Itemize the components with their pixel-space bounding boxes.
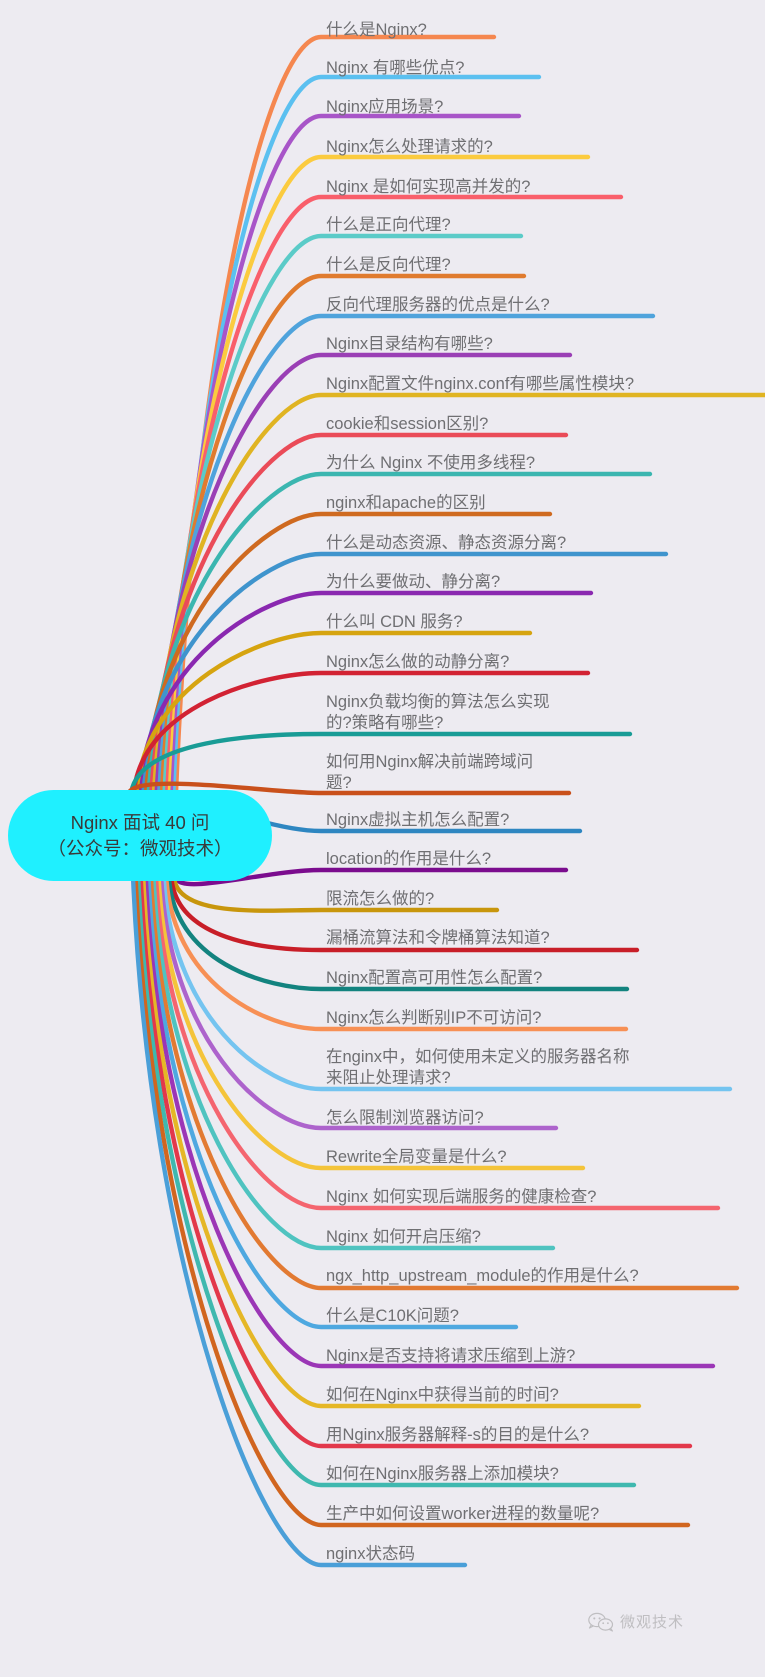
branch-label[interactable]: Nginx是否支持将请求压缩到上游? — [326, 1347, 576, 1365]
branch-label[interactable]: location的作用是什么? — [326, 850, 492, 868]
branch-label[interactable]: nginx和apache的区别 — [326, 494, 486, 512]
branch-label[interactable]: Nginx怎么做的动静分离? — [326, 653, 510, 671]
branch-label[interactable]: 如何在Nginx中获得当前的时间? — [326, 1386, 559, 1404]
branch-label[interactable]: Nginx配置高可用性怎么配置? — [326, 969, 543, 987]
center-node-title: Nginx 面试 40 问 （公众号：微观技术） — [47, 811, 233, 859]
branch-label[interactable]: 怎么限制浏览器访问? — [326, 1109, 484, 1127]
branch-label[interactable]: Nginx负载均衡的算法怎么实现 的?策略有哪些? — [326, 693, 550, 732]
branch-label[interactable]: 反向代理服务器的优点是什么? — [326, 296, 550, 314]
branch-label[interactable]: Nginx虚拟主机怎么配置? — [326, 811, 510, 829]
branch-label[interactable]: 如何在Nginx服务器上添加模块? — [326, 1465, 559, 1483]
branch-label[interactable]: 什么是动态资源、静态资源分离? — [326, 534, 567, 552]
branch-label[interactable]: 什么是Nginx? — [326, 21, 427, 39]
branch-label[interactable]: 生产中如何设置worker进程的数量呢? — [326, 1505, 600, 1523]
branch-label[interactable]: 为什么 Nginx 不使用多线程? — [326, 454, 536, 472]
branch-label[interactable]: Nginx 如何开启压缩? — [326, 1228, 481, 1246]
watermark-text: 微观技术 — [620, 1614, 685, 1631]
branch-label[interactable]: ngx_http_upstream_module的作用是什么? — [326, 1267, 639, 1285]
branch-label[interactable]: 漏桶流算法和令牌桶算法知道? — [326, 929, 550, 947]
branch-label[interactable]: Nginx目录结构有哪些? — [326, 335, 493, 353]
branch-label[interactable]: 什么是正向代理? — [326, 216, 451, 234]
branch-label[interactable]: 什么是反向代理? — [326, 256, 451, 274]
branch-label[interactable]: 什么是C10K问题? — [326, 1307, 459, 1325]
branch-label[interactable]: 限流怎么做的? — [326, 890, 435, 908]
branch-label[interactable]: Nginx 有哪些优点? — [326, 59, 465, 77]
branch-label[interactable]: Nginx应用场景? — [326, 98, 444, 116]
branch-label[interactable]: 为什么要做动、静分离? — [326, 573, 501, 591]
branch-label[interactable]: cookie和session区别? — [326, 415, 489, 433]
branch-label[interactable]: Nginx怎么判断别IP不可访问? — [326, 1009, 542, 1027]
branch-label[interactable]: 用Nginx服务器解释-s的目的是什么? — [326, 1426, 590, 1444]
branch-label[interactable]: Nginx 是如何实现高并发的? — [326, 178, 531, 196]
watermark: 微观技术 — [588, 1611, 684, 1632]
branch-connector — [129, 852, 468, 1568]
wechat-icon — [588, 1612, 614, 1632]
branch-label[interactable]: 在nginx中，如何使用未定义的服务器名称 来阻止处理请求? — [326, 1048, 630, 1087]
branch-label[interactable]: Nginx配置文件nginx.conf有哪些属性模块? — [326, 375, 635, 393]
branch-label[interactable]: 什么叫 CDN 服务? — [326, 613, 463, 631]
branch-label[interactable]: 如何用Nginx解决前端跨域问 题? — [326, 753, 534, 792]
branch-label[interactable]: Rewrite全局变量是什么? — [326, 1148, 507, 1166]
branch-label[interactable]: Nginx怎么处理请求的? — [326, 138, 493, 156]
branch-label[interactable]: nginx状态码 — [326, 1545, 415, 1563]
center-node[interactable]: Nginx 面试 40 问 （公众号：微观技术） — [8, 790, 272, 881]
branch-label[interactable]: Nginx 如何实现后端服务的健康检查? — [326, 1188, 597, 1206]
